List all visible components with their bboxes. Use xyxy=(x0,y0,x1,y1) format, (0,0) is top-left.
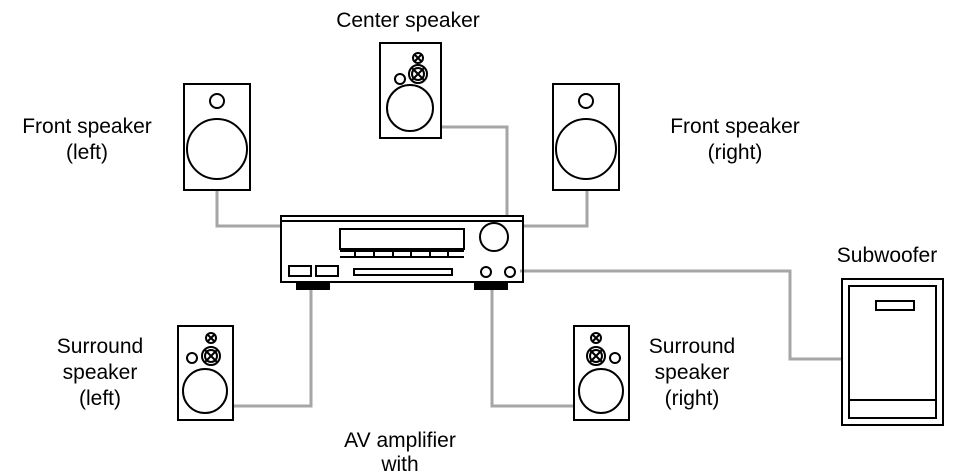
cable-front-right xyxy=(523,190,589,228)
label-front-speaker-left: Front speaker (left) xyxy=(22,115,152,164)
label-av-amplifier: AV amplifier with xyxy=(344,429,456,473)
label-surround-speaker-right: Surround speaker (right) xyxy=(648,335,736,410)
center-speaker xyxy=(379,42,442,139)
surround-speaker-left xyxy=(177,325,234,421)
subwoofer xyxy=(841,278,944,426)
amplifier-foot-left xyxy=(296,282,330,290)
av-amplifier xyxy=(280,215,524,283)
label-center-speaker: Center speaker xyxy=(336,9,480,32)
label-surround-speaker-left: Surround speaker (left) xyxy=(56,335,144,410)
cable-subwoofer xyxy=(520,269,842,361)
front-speaker-left xyxy=(183,83,251,191)
cables xyxy=(215,125,842,408)
cable-surround-right xyxy=(490,290,574,408)
label-front-speaker-right: Front speaker (right) xyxy=(670,115,800,164)
cable-surround-left xyxy=(234,290,313,408)
cable-front-left xyxy=(215,190,281,228)
amplifier-foot-right xyxy=(474,282,508,290)
surround-speaker-right xyxy=(573,325,630,421)
label-subwoofer: Subwoofer xyxy=(836,244,938,267)
front-speaker-right xyxy=(552,83,620,191)
cable-center xyxy=(441,125,509,216)
